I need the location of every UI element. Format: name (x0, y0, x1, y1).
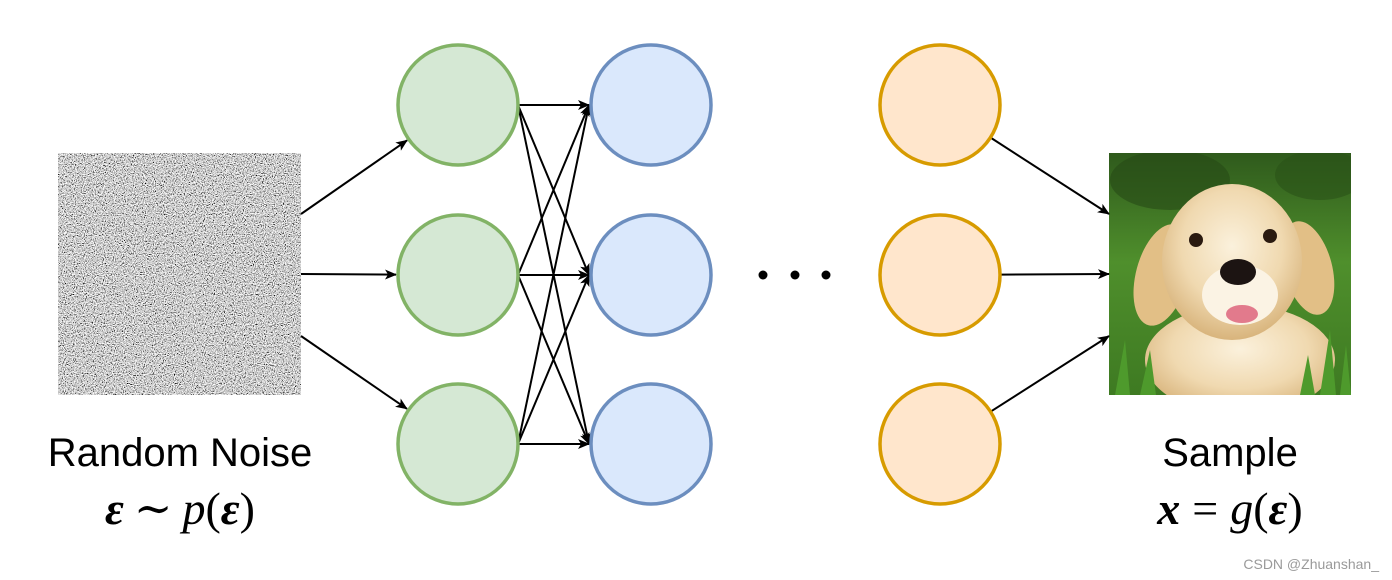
edge-layer1-to-layer2 (517, 104, 590, 276)
input-formula: ε∼p(ε) (105, 483, 255, 534)
watermark: CSDN @Zhuanshan_ (1243, 556, 1379, 572)
epsilon-arg: ε (221, 483, 240, 534)
g-function: g (1230, 483, 1253, 534)
edge-noise-to-layer1 (300, 335, 408, 410)
ellipsis-dots (758, 270, 831, 280)
edge-layer1-to-layer2 (517, 104, 592, 445)
layer-2-node-3 (589, 382, 713, 506)
edge-layer1-to-layer2 (517, 274, 590, 445)
p-function: p (179, 483, 205, 534)
close-paren-right: ) (1287, 483, 1302, 534)
connection-edges (300, 100, 1110, 449)
layer-1-node-2 (396, 213, 520, 337)
input-title: Random Noise (48, 431, 313, 475)
output-title: Sample (1162, 431, 1298, 475)
output-formula: x=g(ε) (1156, 483, 1302, 534)
open-paren-right: ( (1253, 483, 1268, 534)
layer-last-node-2 (878, 213, 1002, 337)
x-symbol: x (1156, 483, 1180, 534)
network-nodes (396, 43, 1002, 506)
layer-1-node-3 (396, 382, 520, 506)
edge-layerlast-to-sample (999, 269, 1110, 280)
edge-layerlast-to-sample (989, 136, 1110, 215)
layer-last-node-3 (878, 382, 1002, 506)
edge-layerlast-to-sample (990, 335, 1110, 413)
layer-last-node-1 (878, 43, 1002, 167)
epsilon-arg-right: ε (1269, 483, 1288, 534)
equals-relation: = (1192, 483, 1218, 534)
noise-image (58, 153, 301, 395)
layer-1-node-1 (396, 43, 520, 167)
layer-2-node-1 (589, 43, 713, 167)
open-paren: ( (205, 483, 220, 534)
layer-2-node-2 (589, 213, 713, 337)
close-paren: ) (240, 483, 255, 534)
tilde-relation: ∼ (134, 483, 173, 534)
edge-noise-to-layer1 (300, 139, 408, 215)
epsilon-symbol: ε (105, 483, 124, 534)
edge-noise-to-layer1 (300, 269, 398, 280)
dog-sample-image (1109, 153, 1351, 395)
